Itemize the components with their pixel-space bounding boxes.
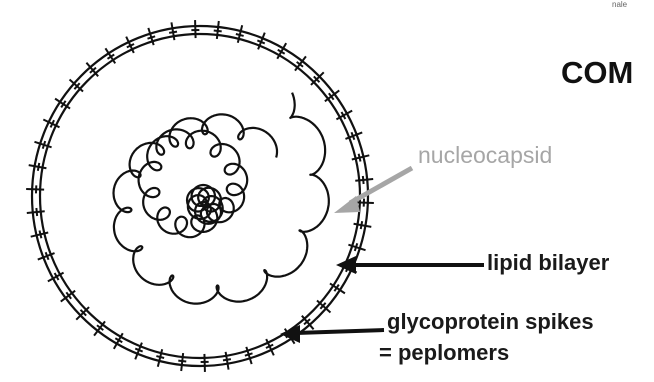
spike-knob — [351, 132, 354, 139]
spike-knob — [46, 252, 49, 259]
spike-knob — [223, 359, 231, 360]
spike-knob — [355, 243, 357, 251]
spike-knob — [36, 208, 37, 216]
spike-knob — [156, 356, 164, 358]
lipid-bilayer-label: lipid bilayer — [487, 250, 609, 276]
spike-knob — [135, 349, 142, 352]
spike-knob — [40, 230, 42, 238]
spike-knob — [359, 154, 361, 162]
nucleocapsid-arrow-head — [334, 196, 360, 213]
spike-knob — [169, 32, 177, 33]
spike-knob — [363, 176, 364, 184]
corner-text: nale — [612, 0, 627, 9]
glycoprotein-arrow-shaft — [296, 330, 384, 333]
spike — [191, 20, 199, 38]
spike-knob — [214, 31, 222, 32]
spike-knob — [245, 353, 253, 355]
nucleocapsid-helix — [114, 93, 329, 304]
glycoprotein-spikes-label: glycoprotein spikes — [387, 309, 594, 335]
spike-knob — [257, 40, 264, 43]
heading-fragment: COM — [561, 55, 633, 91]
spike-knob — [236, 34, 244, 36]
nucleocapsid-coil — [114, 93, 329, 304]
spike — [201, 354, 209, 372]
peplomers-label: = peplomers — [379, 340, 509, 366]
nucleocapsid-label: nucleocapsid — [418, 142, 552, 169]
spike — [26, 185, 44, 193]
spike-knob — [38, 163, 39, 171]
spike-knob — [361, 221, 362, 229]
spike-knob — [147, 36, 155, 38]
spike-knob — [178, 361, 186, 362]
spike-knob — [43, 141, 45, 149]
